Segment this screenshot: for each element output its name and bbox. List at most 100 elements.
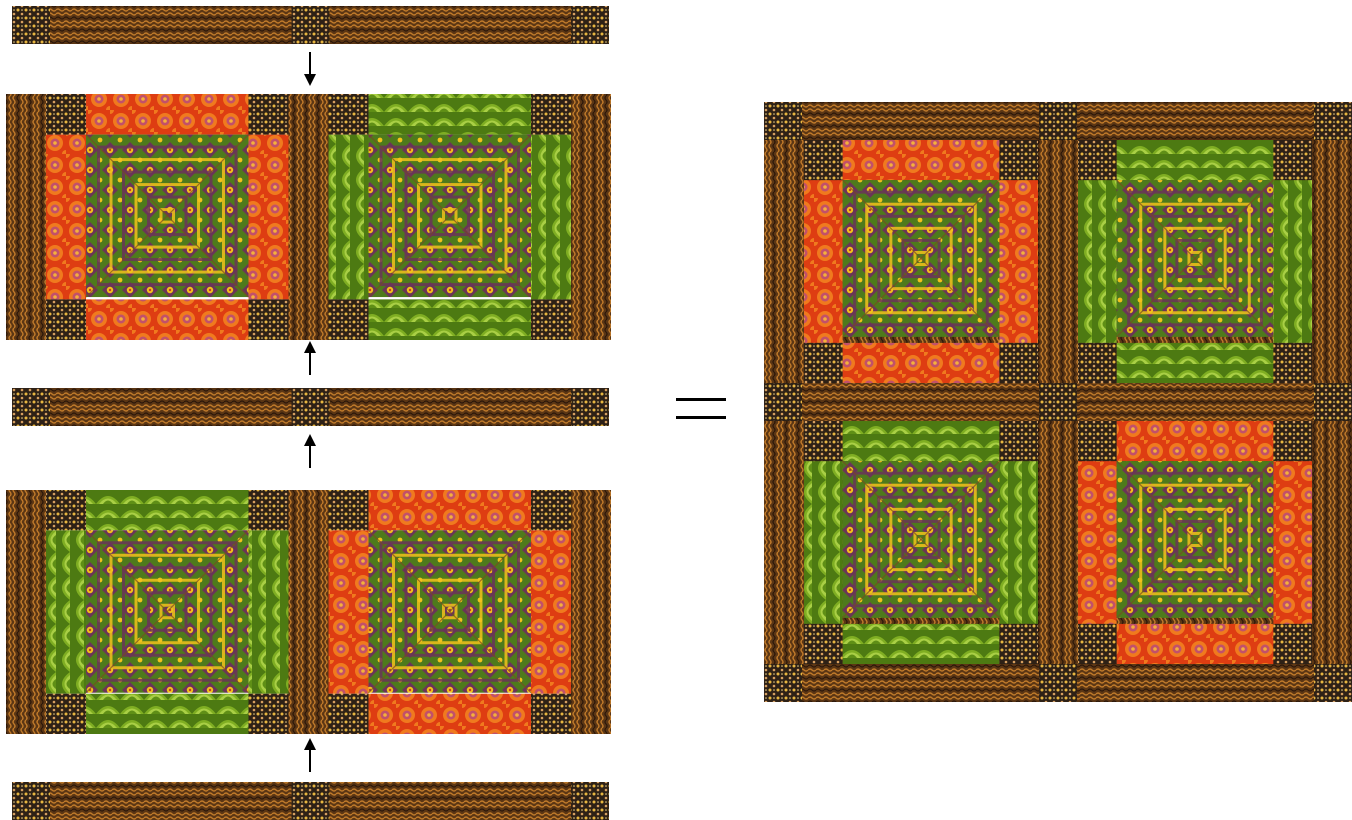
cornerstone <box>1314 102 1352 140</box>
green-border-block <box>1078 140 1312 383</box>
cornerstone <box>571 388 609 426</box>
corner-square <box>999 343 1038 383</box>
corner-square <box>999 140 1038 180</box>
corner-square <box>531 694 571 734</box>
corner-square <box>329 694 369 734</box>
quilt-sashing-row <box>764 102 1352 140</box>
cornerstone <box>1039 102 1077 140</box>
border-bottom <box>86 694 248 734</box>
cornerstone <box>1314 664 1352 702</box>
cornerstone <box>292 388 330 426</box>
sashing-post <box>289 490 329 734</box>
border-top <box>86 94 248 135</box>
corner-square <box>531 94 571 135</box>
cornerstone <box>12 782 50 820</box>
sashing-post <box>571 490 611 734</box>
cornerstone <box>571 6 609 44</box>
border-bottom <box>843 343 1000 383</box>
corner-square <box>46 299 86 340</box>
corner-square <box>46 490 86 530</box>
cornerstone <box>292 6 330 44</box>
cornerstone <box>764 664 802 702</box>
corner-square <box>1273 343 1312 383</box>
corner-square <box>329 94 369 135</box>
cornerstone <box>1039 383 1077 421</box>
quilt-sashing-row <box>764 383 1352 421</box>
corner-square <box>804 421 843 461</box>
corner-square <box>531 299 571 340</box>
corner-square <box>804 140 843 180</box>
red-border-block <box>329 490 572 734</box>
corner-square <box>1078 343 1117 383</box>
border-right <box>248 135 288 300</box>
block-row-2 <box>6 490 611 734</box>
corner-square <box>1078 421 1117 461</box>
border-left <box>46 135 86 300</box>
corner-square <box>804 624 843 664</box>
cornerstone <box>292 782 330 820</box>
cornerstone <box>764 102 802 140</box>
corner-square <box>248 490 288 530</box>
corner-square <box>531 490 571 530</box>
cornerstone <box>571 782 609 820</box>
corner-square <box>248 694 288 734</box>
sashing-post <box>6 490 46 734</box>
green-border-block <box>46 490 289 734</box>
equals-bar-bottom <box>676 416 726 419</box>
corner-square <box>329 490 369 530</box>
green-border-block <box>329 94 572 340</box>
cornerstone <box>12 388 50 426</box>
corner-square <box>329 299 369 340</box>
border-top <box>369 94 531 135</box>
border-left <box>804 461 843 624</box>
border-top <box>86 490 248 530</box>
sashing-post <box>289 94 329 340</box>
border-bottom <box>1117 343 1274 383</box>
equals-sign <box>676 398 726 419</box>
drawing-layer <box>6 6 1352 820</box>
red-border-block <box>804 140 1038 383</box>
equals-bar-top <box>676 398 726 401</box>
border-top <box>1117 421 1274 461</box>
border-top <box>843 421 1000 461</box>
border-right <box>1273 461 1312 624</box>
cornerstone <box>764 383 802 421</box>
corner-square <box>248 94 288 135</box>
border-top <box>1117 140 1274 180</box>
corner-square <box>804 343 843 383</box>
cornerstone <box>1314 383 1352 421</box>
corner-square <box>46 94 86 135</box>
border-left <box>1078 180 1117 343</box>
border-left <box>329 530 369 693</box>
corner-square <box>1273 140 1312 180</box>
red-border-block <box>46 94 289 340</box>
sashing-row-top <box>12 6 609 44</box>
border-left <box>804 180 843 343</box>
sashing-row-bottom <box>12 782 609 820</box>
green-border-block <box>804 421 1038 664</box>
sashing-row-middle <box>12 388 609 426</box>
border-bottom <box>843 624 1000 664</box>
border-right <box>531 135 571 300</box>
sashing-post <box>6 94 46 340</box>
cornerstone <box>1039 664 1077 702</box>
quilt-sashing-row <box>764 664 1352 702</box>
cornerstone <box>12 6 50 44</box>
finished-quilt <box>764 102 1352 702</box>
border-left <box>329 135 369 300</box>
border-right <box>1273 180 1312 343</box>
corner-square <box>999 421 1038 461</box>
block-row-1 <box>6 94 611 340</box>
corner-square <box>1273 421 1312 461</box>
border-left <box>1078 461 1117 624</box>
border-right <box>531 530 571 693</box>
border-bottom <box>369 694 531 734</box>
corner-square <box>1078 624 1117 664</box>
border-left <box>46 530 86 693</box>
border-right <box>248 530 288 693</box>
border-bottom <box>369 299 531 340</box>
border-top <box>369 490 531 530</box>
corner-square <box>46 694 86 734</box>
border-right <box>999 461 1038 624</box>
